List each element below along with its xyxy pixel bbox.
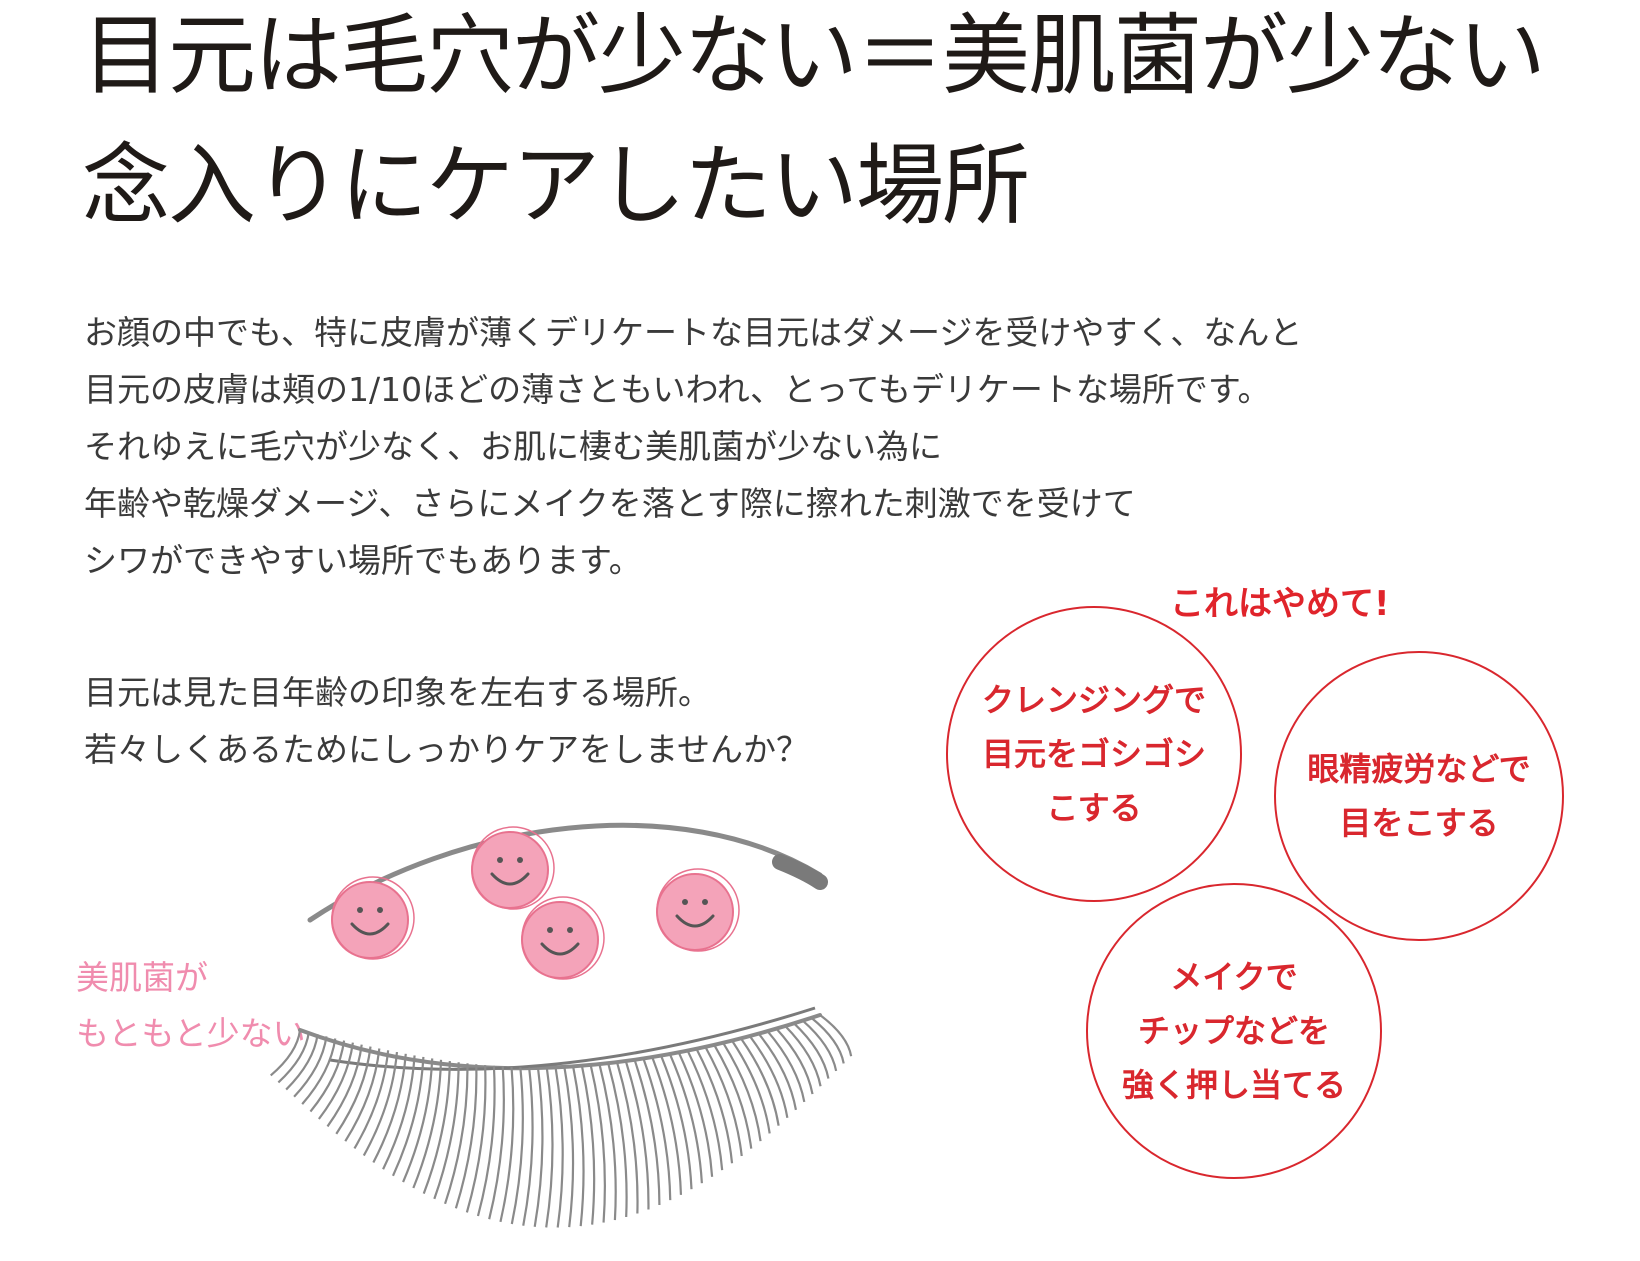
eyelash <box>810 1016 845 1064</box>
bacteria-label-line: もともと少ない <box>76 1014 306 1053</box>
closed-eye-illustration <box>270 822 853 1228</box>
body-paragraph-1: お顔の中でも、特に皮膚が薄くデリケートな目元はダメージを受けやすく、なんと 目元… <box>84 304 1302 589</box>
eyelash <box>326 1044 363 1128</box>
eyelash <box>580 1066 596 1225</box>
eyelash <box>412 1059 443 1189</box>
eyelash <box>444 1063 469 1205</box>
body-line: 若々しくあるためにしっかりケアをしませんか？ <box>84 730 810 769</box>
bubble-text-line: メイクで <box>1170 958 1298 996</box>
eyelash <box>522 1067 534 1226</box>
eyelash <box>545 1067 554 1228</box>
eyelash <box>642 1059 672 1201</box>
eyelash <box>554 1067 564 1228</box>
eyelash <box>819 1014 853 1057</box>
smiley-bacterium <box>521 896 605 980</box>
eyelash <box>488 1066 505 1220</box>
smiley-bacteria-group <box>331 826 740 980</box>
eyelash <box>686 1050 724 1171</box>
bubble-text-line: 眼精疲労などで <box>1307 750 1531 788</box>
eyelash <box>476 1065 496 1217</box>
warning-bubble-makeup-chip: メイクで チップなどを 強く押し当てる <box>1086 883 1382 1179</box>
warning-bubble-cleansing: クレンジングで 目元をゴシゴシ こする <box>946 606 1242 902</box>
body-line: 年齢や乾燥ダメージ、さらにメイクを落とす際に擦れた刺激でを受けて <box>84 484 1136 523</box>
eyelash <box>433 1062 460 1200</box>
eyelash <box>669 1054 703 1184</box>
eyelash <box>739 1037 780 1126</box>
eyelash <box>293 1036 328 1098</box>
bubble-text-line: クレンジングで <box>981 681 1206 719</box>
body-line: それゆえに毛穴が少なく、お肌に棲む美肌菌が少ない為に <box>84 427 942 466</box>
eyelashes <box>270 1014 853 1228</box>
bubble-text-line: 目元をゴシゴシ <box>981 735 1206 773</box>
eyelash <box>748 1034 789 1118</box>
eyelash <box>344 1048 381 1142</box>
bubble-text-line: 強く押し当てる <box>1121 1066 1346 1104</box>
eyelash <box>677 1052 714 1177</box>
bubble-text-line: 目をこする <box>1339 804 1499 842</box>
body-paragraph-2: 目元は見た目年齢の印象を左右する場所。 若々しくあるためにしっかりケアをしません… <box>84 664 809 778</box>
eyelash <box>695 1048 734 1164</box>
eyelash <box>533 1067 544 1228</box>
warning-title: これはやめて! <box>1170 584 1390 624</box>
eyelash <box>572 1066 585 1227</box>
eyelash <box>454 1064 478 1209</box>
eyelash <box>372 1053 407 1164</box>
lid-line <box>298 1013 822 1071</box>
warning-bubble-eyestrain: 眼精疲労などで 目をこする <box>1274 651 1564 941</box>
eyelash <box>285 1034 319 1091</box>
eyelash <box>660 1055 693 1190</box>
headline-line-1: 目元は毛穴が少ない＝美肌菌が少ない <box>82 4 1546 107</box>
eyelash <box>362 1051 399 1157</box>
eyelash <box>270 1029 302 1077</box>
eyelash <box>465 1065 487 1213</box>
eyelash <box>589 1065 606 1223</box>
eyelash <box>309 1040 346 1113</box>
eyelash <box>353 1050 390 1150</box>
eyelash <box>391 1056 425 1177</box>
eyelash <box>713 1044 753 1149</box>
eyelash <box>801 1019 838 1072</box>
body-line: 目元は見た目年齢の印象を左右する場所。 <box>84 673 711 712</box>
body-line: 目元の皮膚は頬の1/10ほどの薄さともいわれ、とってもデリケートな場所です。 <box>84 370 1271 409</box>
headline-line-2: 念入りにケアしたい場所 <box>82 134 1030 237</box>
bubble-text-line: チップなどを <box>1137 1012 1330 1050</box>
eyelash <box>563 1067 575 1228</box>
eyelash <box>757 1032 798 1111</box>
eyelash <box>792 1022 830 1079</box>
eyelash <box>766 1029 806 1103</box>
eyelash <box>318 1042 354 1120</box>
bubble-text-line: こする <box>1046 789 1142 827</box>
eyelash <box>730 1039 771 1134</box>
eyelash <box>783 1024 822 1087</box>
eyelash <box>277 1031 310 1084</box>
eyelash <box>301 1038 337 1105</box>
eyelash <box>382 1055 416 1170</box>
eyelash <box>704 1046 743 1157</box>
smiley-bacterium <box>471 826 555 910</box>
eyelash <box>625 1061 650 1210</box>
eyelash <box>633 1060 661 1206</box>
eyelash <box>598 1064 617 1221</box>
bacteria-label: 美肌菌が もともと少ない <box>76 950 306 1062</box>
smiley-bacterium <box>656 868 740 952</box>
eyelash <box>510 1067 524 1225</box>
body-line: シワができやすい場所でもあります。 <box>84 541 642 580</box>
eyelash <box>651 1057 683 1195</box>
eyelash <box>402 1058 434 1183</box>
body-line: お顔の中でも、特に皮膚が薄くデリケートな目元はダメージを受けやすく、なんと <box>84 313 1303 352</box>
eyelash <box>422 1061 451 1195</box>
eyelash <box>335 1046 372 1135</box>
smiley-bacterium <box>331 876 415 960</box>
eyelash <box>499 1066 515 1223</box>
eyelash <box>616 1062 639 1214</box>
eyelash <box>775 1027 814 1095</box>
eyelash <box>607 1063 628 1218</box>
bacteria-label-line: 美肌菌が <box>76 958 208 997</box>
eyelash <box>722 1042 762 1142</box>
